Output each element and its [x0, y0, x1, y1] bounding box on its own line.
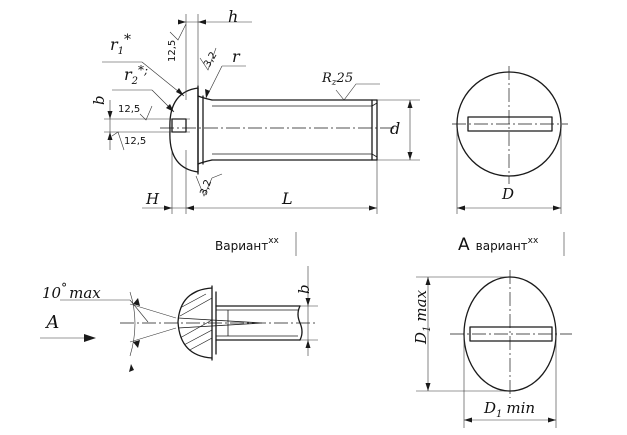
roughness-3-2-top: 3,2: [202, 50, 219, 69]
roughness-12-5-top: 12,5: [167, 40, 178, 62]
dim-L: L: [281, 189, 293, 208]
head-slot: [171, 118, 187, 133]
dim-D: D: [501, 185, 514, 203]
dim-angle-10-max: 10°max: [42, 281, 101, 302]
variant-side-view: b 10°max А: [40, 266, 318, 372]
dim-b-top: b: [90, 95, 108, 105]
dim-r1: r1*: [110, 32, 131, 57]
roughness-12-5-left: 12,5: [124, 136, 146, 147]
screw-side-view: h 12,5 r1* r2*; 3,2 r b 12: [90, 7, 420, 214]
dim-h: h: [228, 7, 238, 26]
dim-H: H: [145, 190, 160, 208]
screw-head-outline: [169, 87, 199, 173]
roughness-12-5-mid: 12,5: [118, 104, 140, 115]
oval-view-slot: [469, 326, 553, 342]
caption-variant-left: Вариантхх: [215, 236, 280, 253]
view-arrow-A-label: А: [44, 312, 60, 333]
roughness-rz25: Rz25: [321, 71, 353, 88]
dim-b-bottom: b: [295, 284, 313, 294]
dim-D1-max: D1max: [412, 289, 433, 345]
view-arrow-A: [84, 334, 96, 342]
screw-end-view-top: D: [452, 66, 568, 214]
end-view-slot: [467, 116, 553, 132]
dim-r: r: [232, 47, 241, 66]
dim-r2: r2*;: [124, 63, 148, 87]
dim-d: d: [390, 119, 400, 138]
